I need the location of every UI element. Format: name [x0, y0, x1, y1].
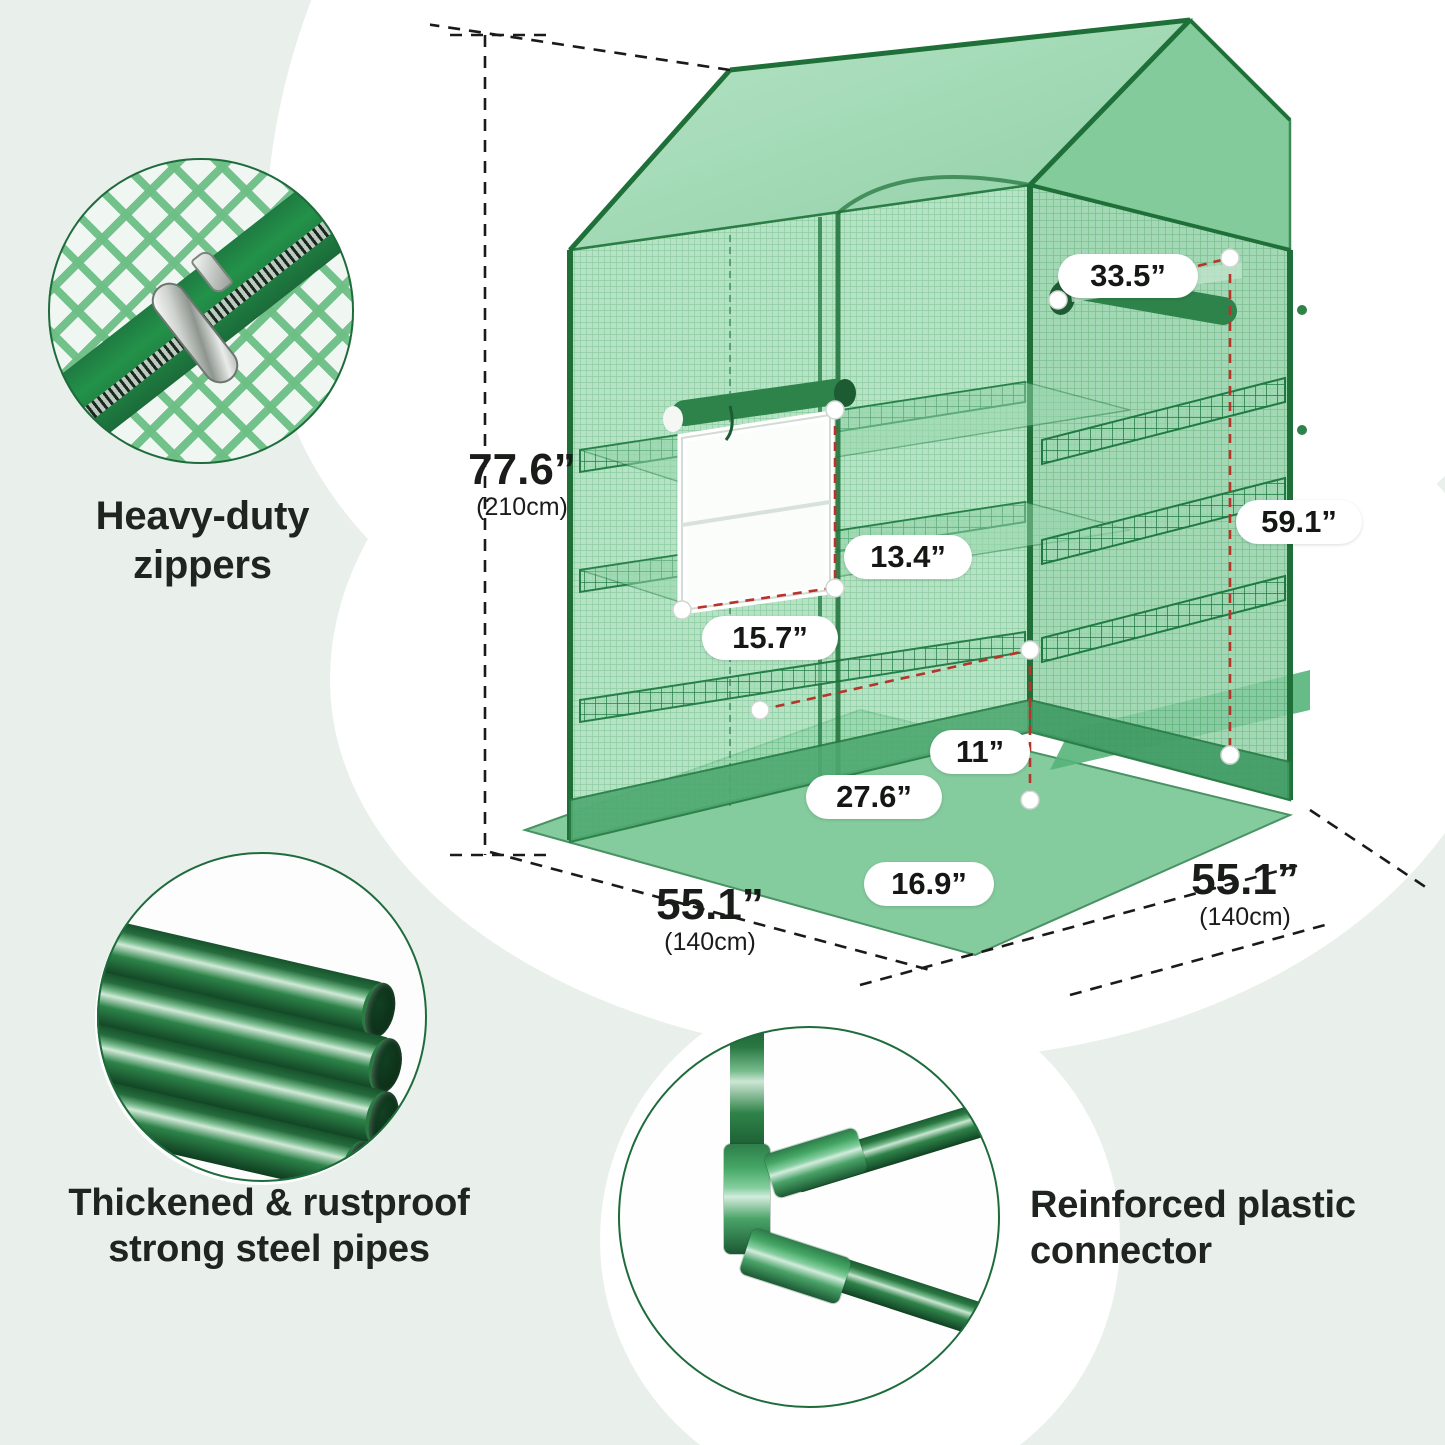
caption-line-2: connector [1030, 1230, 1212, 1273]
caption-line-1: Reinforced plastic [1030, 1184, 1356, 1226]
width-front-inches: 55.1” [656, 880, 764, 929]
feature-caption-connector: Reinforced plastic connector [1030, 1182, 1410, 1275]
dimension-pill-shelf-width-small: 11” [930, 730, 1030, 774]
dimension-pill-base-depth: 16.9” [864, 862, 994, 906]
dimension-label-width-side: 55.1” (140cm) [1150, 855, 1340, 932]
height-centimeters: (210cm) [476, 493, 568, 521]
caption-line-2: strong steel pipes [108, 1228, 430, 1271]
caption-line-1: Heavy-duty [95, 494, 310, 538]
connector-illustration [618, 1026, 1000, 1408]
steel-pipes-icon [97, 852, 427, 1182]
width-front-centimeters: (140cm) [664, 928, 756, 956]
zipper-icon [48, 158, 354, 464]
dimension-pill-shelf-depth: 27.6” [806, 775, 942, 819]
dimension-pill-window-width: 15.7” [702, 616, 838, 660]
caption-line-2: zippers [133, 542, 272, 587]
plastic-connector-icon [618, 1026, 1000, 1408]
dimension-label-height: 77.6” (210cm) [432, 445, 612, 522]
width-side-centimeters: (140cm) [1199, 903, 1291, 931]
dimension-pill-roof-vent: 33.5” [1058, 254, 1198, 298]
greenhouse-product-illustration [430, 10, 1435, 1010]
dimension-label-width-front: 55.1” (140cm) [615, 880, 805, 957]
pipe-opening [360, 1087, 404, 1150]
dimension-pill-window-height: 13.4” [844, 535, 972, 579]
height-inches: 77.6” [468, 445, 576, 494]
dimension-pill-shelf-column-height: 59.1” [1236, 500, 1362, 544]
caption-line-1: Thickened & rustproof [68, 1182, 470, 1224]
width-side-inches: 55.1” [1191, 855, 1299, 904]
feature-caption-zippers: Heavy-duty zippers [30, 492, 375, 590]
feature-caption-steel-pipes: Thickened & rustproof strong steel pipes [34, 1180, 504, 1273]
pipes-illustration [97, 852, 427, 1182]
